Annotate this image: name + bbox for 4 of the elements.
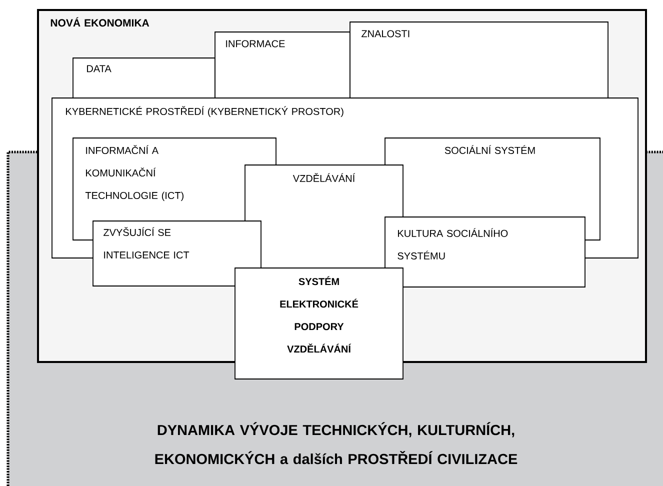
text-box: ZVYŠUJÍCÍ SE INTELIGENCE ICT [92,220,262,286]
text-box: DATA [72,58,216,100]
text-box: INFORMACE [214,32,350,100]
text-box: KULTURA SOCIÁLNÍHO SYSTÉMU [384,216,586,288]
